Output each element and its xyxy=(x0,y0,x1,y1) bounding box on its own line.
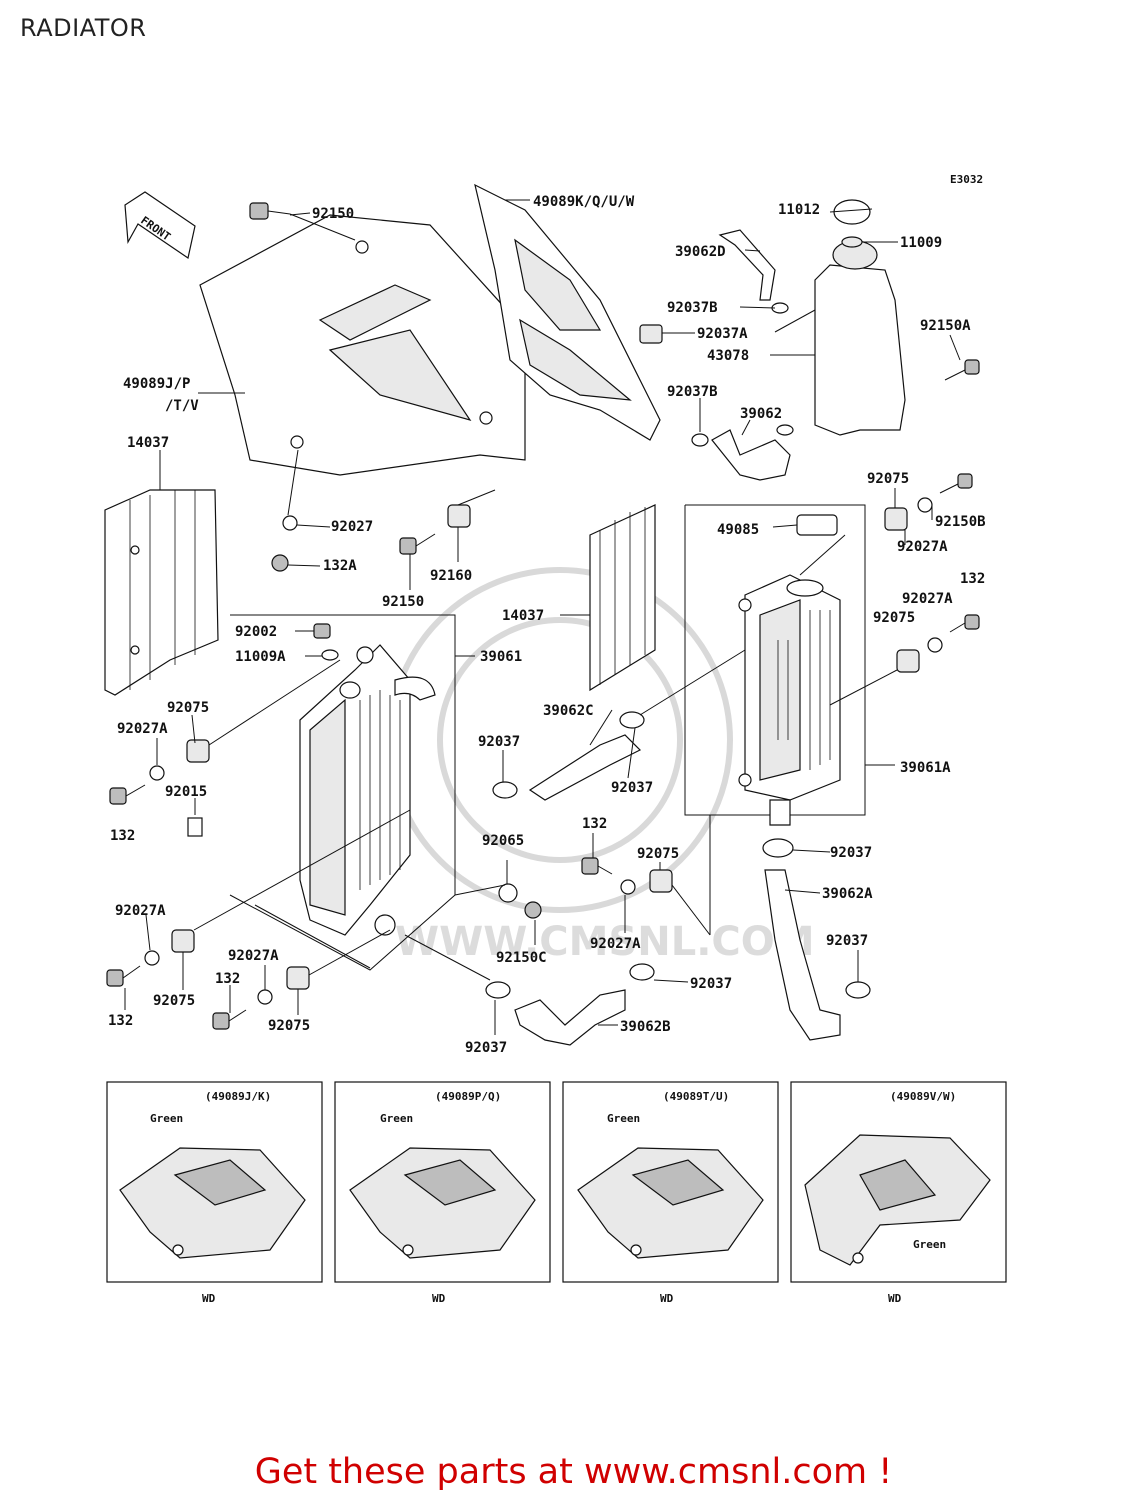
label-92075-b2: 92075 xyxy=(268,1018,310,1034)
label-92150b: 92150B xyxy=(935,514,986,530)
label-39061: 39061 xyxy=(480,649,522,665)
label-39062b: 39062B xyxy=(620,1019,671,1035)
variant-color: Green xyxy=(913,1238,946,1251)
part-labels: 92150 49089K/Q/U/W 11012 11009 39062D 92… xyxy=(108,194,986,1056)
variant-code: (49089J/K) xyxy=(205,1090,271,1103)
hose-39062d xyxy=(718,229,776,301)
radiator-shroud-right xyxy=(474,183,661,441)
hose-39062b xyxy=(514,989,626,1046)
variant-wd: WD xyxy=(660,1292,674,1305)
label-92037-right: 92037 xyxy=(830,845,872,861)
label-92075-left: 92075 xyxy=(167,700,209,716)
label-39062a: 39062A xyxy=(822,886,873,902)
variant-color: Green xyxy=(150,1112,183,1125)
label-39062: 39062 xyxy=(740,406,782,422)
hose-clamps xyxy=(485,302,871,999)
label-92150a: 92150A xyxy=(920,318,971,334)
label-92027a-b2: 92027A xyxy=(228,948,279,964)
label-92075-tr: 92075 xyxy=(867,471,909,487)
variant-color: Green xyxy=(607,1112,640,1125)
label-14037-center: 14037 xyxy=(502,608,544,624)
variant-code: (49089V/W) xyxy=(890,1090,956,1103)
label-11012: 11012 xyxy=(778,202,820,218)
label-92027a-center: 92027A xyxy=(590,936,641,952)
reservoir-tank xyxy=(814,199,906,436)
label-92160: 92160 xyxy=(430,568,472,584)
label-132-tr: 132 xyxy=(960,571,985,587)
label-43078: 43078 xyxy=(707,348,749,364)
label-92150c: 92150C xyxy=(496,950,547,966)
watermark-text: WWW.CMSNL.COM xyxy=(395,919,815,965)
label-92075-center: 92075 xyxy=(637,846,679,862)
label-92027a-left: 92027A xyxy=(117,721,168,737)
variant-code: (49089P/Q) xyxy=(435,1090,501,1103)
radiator-left-assembly xyxy=(229,614,456,971)
variant-code: (49089T/U) xyxy=(663,1090,729,1103)
label-132-b2: 132 xyxy=(108,1013,133,1029)
front-arrow-icon: FRONT xyxy=(124,191,196,259)
label-49089jp: 49089J/P xyxy=(123,376,190,392)
label-92037b-2: 92037B xyxy=(667,384,718,400)
variant-wd: WD xyxy=(888,1292,902,1305)
label-92150: 92150 xyxy=(312,206,354,222)
label-92027a-bl: 92027A xyxy=(115,903,166,919)
hose-39062 xyxy=(711,429,791,481)
label-92037b: 92037B xyxy=(667,300,718,316)
variant-wd: WD xyxy=(202,1292,216,1305)
label-14037-left: 14037 xyxy=(127,435,169,451)
label-92150-mid: 92150 xyxy=(382,594,424,610)
label-49089kquw: 49089K/Q/U/W xyxy=(533,194,635,210)
variant-box-2: (49089P/Q) Green WD xyxy=(334,1081,551,1305)
variant-box-1: (49089J/K) Green WD xyxy=(106,1081,323,1305)
label-92075-r2: 92075 xyxy=(873,610,915,626)
variant-wd: WD xyxy=(432,1292,446,1305)
label-92075-b1: 92075 xyxy=(153,993,195,1009)
hose-39062c xyxy=(528,734,642,801)
parts-diagram: WWW.CMSNL.COM E3032 FRONT xyxy=(104,173,1007,1305)
variant-box-4: (49089V/W) Green WD xyxy=(790,1081,1007,1305)
label-tv: /T/V xyxy=(165,398,199,414)
radiator-guard-center xyxy=(589,504,656,692)
radiator-right-assembly xyxy=(684,504,866,826)
label-11009: 11009 xyxy=(900,235,942,251)
hose-39062a xyxy=(764,869,841,1041)
label-92027a-tr: 92027A xyxy=(897,539,948,555)
label-92015: 92015 xyxy=(165,784,207,800)
label-11009a: 11009A xyxy=(235,649,286,665)
page-title: RADIATOR xyxy=(20,14,147,42)
radiator-guard-left xyxy=(104,489,219,696)
label-92037-c2: 92037 xyxy=(611,780,653,796)
label-39062d: 39062D xyxy=(675,244,726,260)
label-132-b1: 132 xyxy=(215,971,240,987)
label-39062c: 39062C xyxy=(543,703,594,719)
label-92037-b2: 92037 xyxy=(465,1040,507,1056)
label-92065: 92065 xyxy=(482,833,524,849)
label-92037-b: 92037 xyxy=(690,976,732,992)
footer-link[interactable]: Get these parts at www.cmsnl.com ! xyxy=(254,1452,893,1492)
label-132-left: 132 xyxy=(110,828,135,844)
label-39061a: 39061A xyxy=(900,760,951,776)
label-92027: 92027 xyxy=(331,519,373,535)
label-92027a-r2: 92027A xyxy=(902,591,953,607)
diagram-code: E3032 xyxy=(950,173,983,186)
radiator-shroud-left xyxy=(199,214,526,476)
variant-box-3: (49089T/U) Green WD xyxy=(562,1081,779,1305)
label-49085: 49085 xyxy=(717,522,759,538)
leader-lines xyxy=(124,199,961,1035)
label-132a: 132A xyxy=(323,558,357,574)
variant-color: Green xyxy=(380,1112,413,1125)
label-132-center: 132 xyxy=(582,816,607,832)
label-92037-c1: 92037 xyxy=(478,734,520,750)
label-92037-r2: 92037 xyxy=(826,933,868,949)
label-92037a: 92037A xyxy=(697,326,748,342)
label-92002: 92002 xyxy=(235,624,277,640)
